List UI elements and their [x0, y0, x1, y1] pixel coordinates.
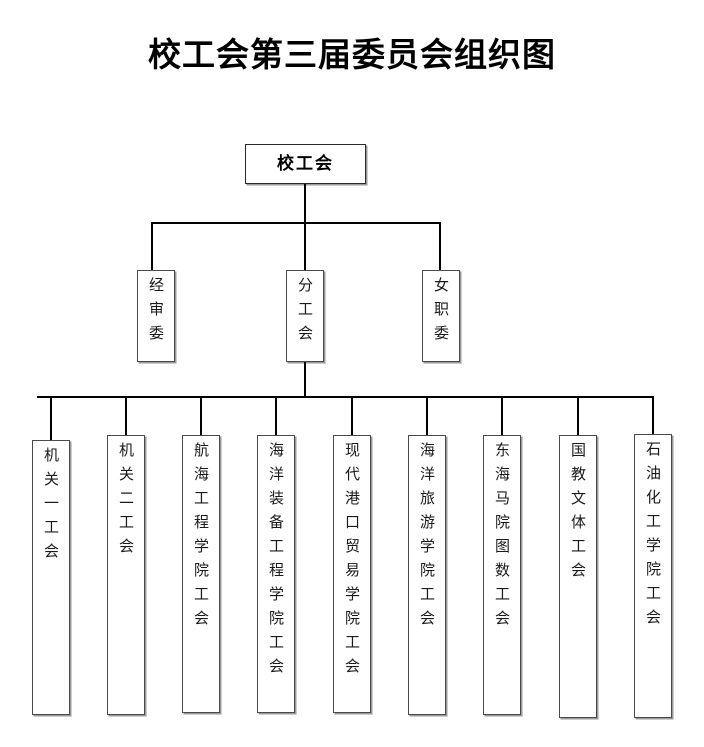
- org-node-haiyang-zhuangbei[interactable]: 海洋装备工程学院工会: [257, 435, 295, 713]
- connector-drop-xiandai-gangkou: [351, 396, 353, 435]
- org-node-jiguan-er[interactable]: 机关二工会: [107, 435, 145, 715]
- connector-drop-haiyang-lvyou: [426, 396, 428, 435]
- org-node-xiandai-gangkou-label: 现代港口贸易学院工会: [343, 442, 361, 682]
- org-node-xiandai-gangkou[interactable]: 现代港口贸易学院工会: [333, 435, 371, 713]
- org-node-guojiao-wenti-label: 国教文体工会: [569, 442, 587, 586]
- org-node-nvzhiwei[interactable]: 女职委: [422, 270, 460, 362]
- connector-fengonghui-stem: [304, 362, 306, 397]
- connector-drop-donghai-mayuan: [501, 396, 503, 435]
- connector-drop-nvzhiwei: [439, 222, 441, 270]
- org-node-haiyang-zhuangbei-label: 海洋装备工程学院工会: [267, 442, 285, 682]
- connector-drop-fengonghui: [304, 222, 306, 270]
- org-node-jiguan-yi[interactable]: 机关一工会: [32, 440, 70, 715]
- org-node-jingshenwei[interactable]: 经审委: [137, 270, 175, 362]
- org-node-fengonghui-label: 分工会: [296, 277, 314, 349]
- org-node-shiyou-huagong[interactable]: 石油化工学院工会: [634, 434, 672, 718]
- connector-drop-jiguan-yi: [50, 396, 52, 440]
- org-node-jingshenwei-label: 经审委: [147, 277, 165, 349]
- org-node-root[interactable]: 校工会: [245, 144, 366, 184]
- connector-drop-jingshenwei: [151, 222, 153, 270]
- connector-drop-guojiao-wenti: [577, 396, 579, 435]
- org-node-jiguan-yi-label: 机关一工会: [42, 447, 60, 567]
- page-title: 校工会第三届委员会组织图: [148, 35, 556, 74]
- org-node-haiyang-lvyou[interactable]: 海洋旅游学院工会: [408, 435, 446, 715]
- connector-level2-bus: [151, 222, 441, 224]
- org-node-haiyang-lvyou-label: 海洋旅游学院工会: [418, 442, 436, 634]
- org-node-fengonghui[interactable]: 分工会: [286, 270, 324, 362]
- org-node-shiyou-huagong-label: 石油化工学院工会: [644, 441, 662, 633]
- org-node-root-label: 校工会: [277, 154, 334, 174]
- org-node-hanghai-gongcheng[interactable]: 航海工程学院工会: [182, 435, 220, 713]
- connector-drop-haiyang-zhuangbei: [275, 396, 277, 435]
- org-node-donghai-mayuan[interactable]: 东海马院图数工会: [483, 435, 521, 715]
- connector-level3-bus: [37, 396, 653, 398]
- org-node-hanghai-gongcheng-label: 航海工程学院工会: [192, 442, 210, 634]
- org-node-jiguan-er-label: 机关二工会: [117, 442, 135, 562]
- org-node-nvzhiwei-label: 女职委: [432, 277, 450, 349]
- org-node-donghai-mayuan-label: 东海马院图数工会: [493, 442, 511, 634]
- connector-drop-hanghai-gongcheng: [200, 396, 202, 435]
- connector-drop-shiyou-huagong: [652, 396, 654, 434]
- org-node-guojiao-wenti[interactable]: 国教文体工会: [559, 435, 597, 718]
- connector-root-stem: [304, 184, 306, 222]
- connector-drop-jiguan-er: [125, 396, 127, 435]
